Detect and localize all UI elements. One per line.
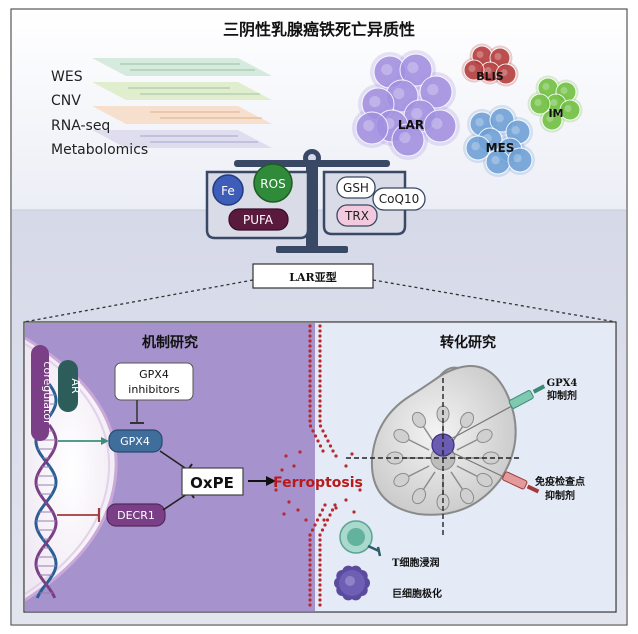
cell	[391, 123, 425, 157]
trx-label: TRX	[344, 209, 369, 223]
im-cell-cluster	[527, 75, 583, 133]
gpx4-inhibitor-syringe	[448, 384, 546, 441]
omics-layer-cnv	[92, 82, 272, 100]
subtype-label-lar: LAR	[398, 118, 424, 132]
omics-layer-rnaseq	[92, 106, 272, 124]
fe-label: Fe	[221, 184, 235, 198]
gpx4-inhibitors-line1: GPX4	[139, 368, 169, 381]
omics-label-wes: WES	[51, 69, 83, 85]
gpx4-inhibitor-label-line2: 抑制剂	[547, 389, 577, 402]
omics-layer-wes	[92, 58, 272, 76]
omics-label-cnv: CNV	[51, 93, 81, 109]
fe-node	[212, 174, 244, 206]
cell	[507, 147, 533, 173]
scale-base	[276, 246, 348, 253]
trx-node	[336, 204, 378, 227]
cell	[541, 109, 563, 131]
pufa-label: PUFA	[243, 213, 274, 227]
omics-label-rnaseq: RNA-seq	[51, 118, 110, 134]
cell	[399, 53, 433, 87]
coq10-label: CoQ10	[379, 192, 419, 206]
cell	[355, 111, 389, 145]
ros-node	[253, 163, 293, 203]
pufa-node	[228, 208, 289, 231]
cell	[529, 93, 551, 115]
lar-cell-cluster	[352, 50, 460, 160]
macrophage-icon	[334, 565, 370, 601]
cell	[495, 63, 517, 85]
omics-stack	[92, 58, 272, 148]
gsh-label: GSH	[343, 181, 369, 195]
oxpe-box	[181, 467, 244, 496]
checkpoint-inhibitor-label-line1: 免疫检查点	[535, 475, 585, 488]
cell-membrane	[308, 324, 337, 607]
decr1-label: DECR1	[117, 509, 155, 522]
t-cell-icon	[339, 520, 382, 557]
subtype-label-blis: BLIS	[476, 70, 503, 83]
gsh-node	[336, 176, 376, 199]
t-cell-label: T细胞浸润	[392, 556, 439, 569]
gpx4-label: GPX4	[120, 435, 150, 448]
lar-subtype-label: LAR亚型	[289, 270, 336, 284]
zoom-line-right	[372, 279, 617, 323]
omics-layer-metabolomics	[92, 130, 272, 148]
coq10-node	[372, 187, 426, 211]
cell	[465, 135, 491, 161]
checkpoint-inhibitor-label-line2: 抑制剂	[545, 489, 575, 502]
ferroptosis-label: Ferroptosis	[273, 475, 363, 491]
mes-cell-cluster	[463, 105, 535, 177]
cell	[419, 75, 453, 109]
gpx4-inhibitor-label-line1: GPX4	[547, 378, 578, 389]
ar-receptor	[58, 360, 78, 412]
coregulator-label: coregulator	[41, 361, 54, 425]
checkpoint-inhibitor-syringe	[448, 450, 540, 494]
oxpe-label: OxPE	[190, 474, 234, 492]
figure-title: 三阴性乳腺癌铁死亡异质性	[223, 20, 415, 39]
macrophage-label: 巨细胞极化	[392, 587, 442, 600]
ferroptosis-debris	[274, 450, 362, 522]
cell	[559, 99, 581, 121]
decr1-node	[106, 503, 166, 527]
ros-label: ROS	[260, 177, 285, 191]
inhibit-line-gpx4-oxpe	[159, 450, 189, 471]
cell	[463, 59, 485, 81]
blis-cell-cluster	[461, 43, 519, 87]
ar-label: AR	[69, 378, 82, 394]
subtype-label-mes: MES	[486, 141, 515, 155]
subtype-label-im: IM	[548, 107, 563, 120]
lar-subtype-box	[252, 263, 374, 289]
omics-label-metabolomics: Metabolomics	[51, 142, 148, 158]
scale-beam	[234, 160, 390, 167]
coregulator-protein	[31, 345, 49, 441]
breast-tissue	[370, 365, 517, 516]
translation-title: 转化研究	[440, 334, 496, 351]
zoom-line-left	[23, 279, 254, 323]
gpx4-inhibitors-box	[114, 362, 194, 401]
cell	[423, 109, 457, 143]
gpx4-inhibitors-line2: inhibitors	[128, 383, 180, 396]
mechanism-title: 机制研究	[142, 334, 198, 351]
